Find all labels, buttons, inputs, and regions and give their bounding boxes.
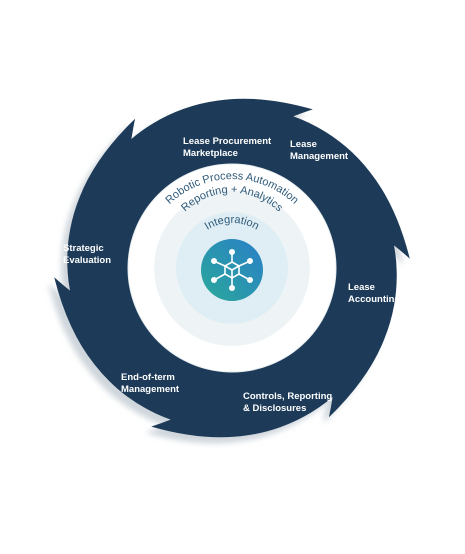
segment-label-line: Accounting bbox=[348, 294, 400, 305]
segment-label-line: Evaluation bbox=[63, 255, 111, 266]
segment-label-line: & Disclosures bbox=[243, 403, 306, 414]
segment-label-line: Management bbox=[290, 151, 349, 162]
segment-label-line: Strategic bbox=[63, 243, 104, 254]
segment-label-line: Lease bbox=[348, 282, 375, 293]
segment-label-line: Lease bbox=[290, 139, 317, 150]
segment-label-line: Lease Procurement bbox=[183, 136, 272, 147]
ring-label-inner: Integration bbox=[203, 214, 261, 233]
network-hub-icon bbox=[211, 249, 254, 291]
segment-label-line: Marketplace bbox=[183, 148, 238, 159]
segment-label-line: Controls, Reporting bbox=[243, 391, 332, 402]
segment-label-line: End-of-term bbox=[121, 372, 175, 383]
segment-label-line: Management bbox=[121, 384, 180, 395]
segment-label-controls-reporting: Controls, Reporting& Disclosures bbox=[243, 391, 332, 414]
